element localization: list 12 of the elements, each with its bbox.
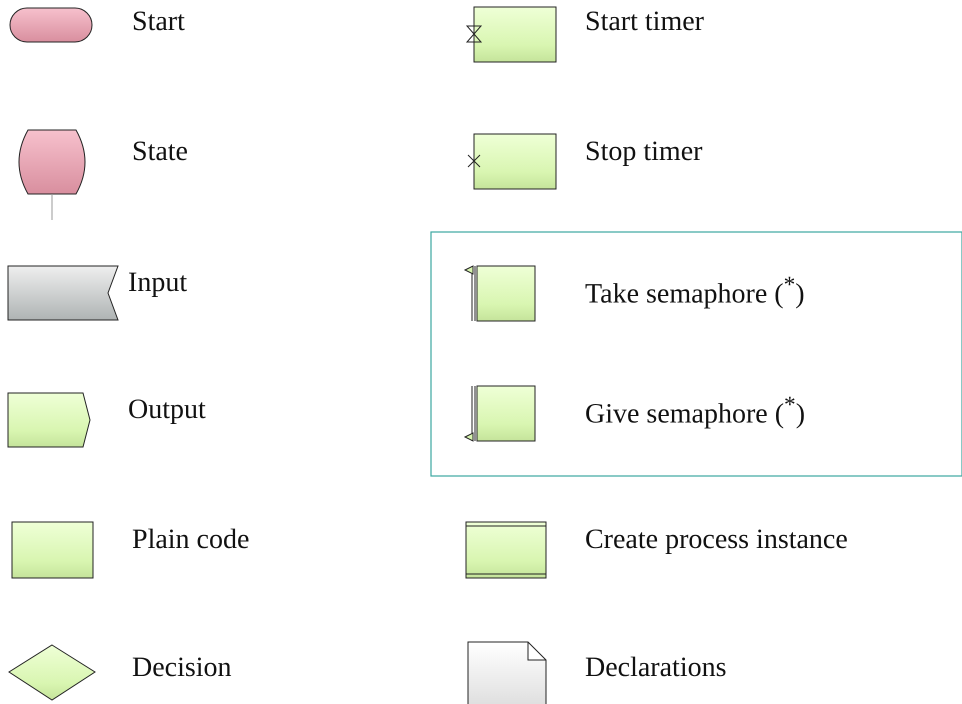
legend-label: Give semaphore ($^{*}$) <box>585 391 806 432</box>
legend-label: Decision <box>132 651 232 685</box>
legend-label: Start timer <box>585 5 704 39</box>
legend-label: Declarations <box>585 651 726 685</box>
legend-label: State <box>132 135 188 169</box>
legend-label: Input <box>128 266 188 300</box>
legend-label: Create process instance <box>585 523 848 557</box>
legend-label: Stop timer <box>585 135 702 169</box>
legend-label: Take semaphore ($^{*}$) <box>585 271 805 312</box>
legend-label: Plain code <box>132 523 250 557</box>
legend-label: Output <box>128 393 206 427</box>
legend-label: Start <box>132 5 185 39</box>
